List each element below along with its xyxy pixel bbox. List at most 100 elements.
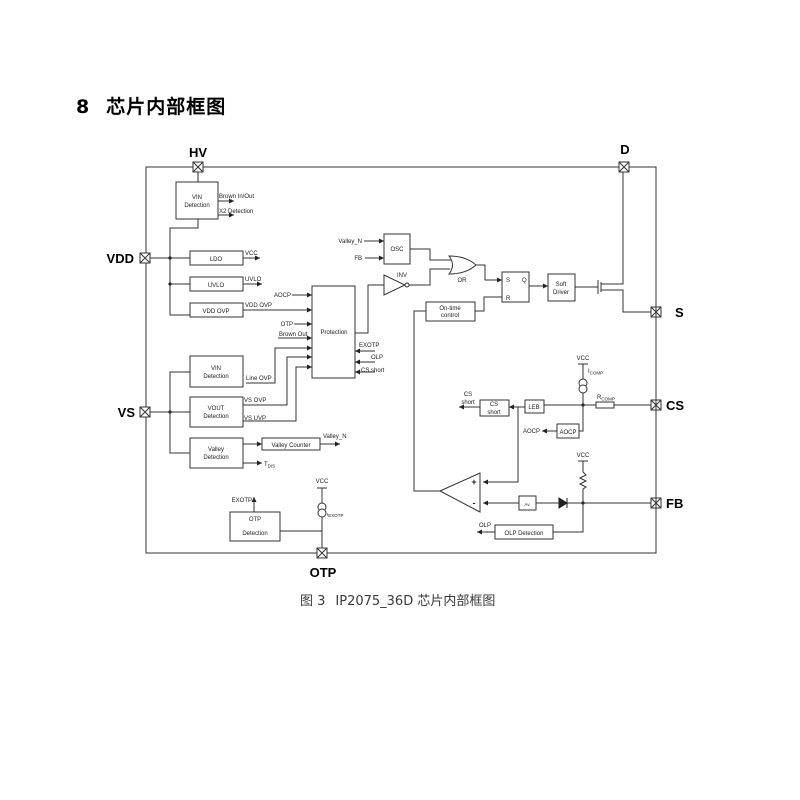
signal-vs-uvp: VS UVP [244,416,266,422]
signal-aocp-in: AOCP [274,293,291,299]
vin-detection-vs-block: VIN Detection [189,355,244,388]
signal-olp-out: OLP [479,523,491,529]
signal-brown-in-out: Brown In/Out [219,194,254,200]
svg-text:+: + [471,477,476,487]
signal-vcc-cs: VCC [577,356,590,362]
signal-olp-in: OLP [371,355,383,361]
pin-d-label: D [620,142,629,157]
valley-counter-block: Valley Counter [261,437,321,451]
leb-block: LEB [524,399,545,414]
svg-text:Driver: Driver [553,290,569,296]
svg-text:Detection: Detection [203,455,228,461]
svg-text:Protection: Protection [320,330,347,336]
pin-d: D [618,142,630,173]
error-amplifier: + - [438,472,481,513]
vin-detection-hv-block: VIN Detection [175,181,219,220]
svg-text:Detection: Detection [184,203,209,209]
protection-block: Protection [311,285,356,379]
svg-text:AOCP: AOCP [559,430,576,436]
signal-vcc: VCC [245,251,258,257]
svg-text:CS: CS [490,402,498,408]
section-title: 芯片内部框图 [106,96,227,118]
olp-detection-block: OLP Detection [494,524,554,540]
signal-vs-ovp: VS OVP [244,398,266,404]
signal-valley-n-in: Valley_N [338,239,362,245]
svg-text:control: control [441,313,459,319]
pullup-resistor [578,471,588,503]
signal-rcomp: RCOMP [597,395,615,402]
svg-text:Valley: Valley [208,447,224,453]
pin-vs-label: VS [118,405,136,420]
svg-text:short: short [487,410,501,416]
section-number: 8 [76,96,91,118]
aocp-block: AOCP [556,423,580,439]
figure-number: 图 3 [300,594,326,609]
vdd-ovp-block: VDD OVP [189,302,244,318]
svg-text:OSC: OSC [390,247,404,253]
osc-block: OSC [383,233,411,265]
pin-hv: HV [189,145,207,173]
inv-gate: INV [383,273,410,296]
pin-fb-label: FB [666,496,683,511]
valley-detection-block: Valley Detection [189,437,244,469]
or-gate: OR [447,255,477,284]
svg-text:S: S [506,278,510,284]
svg-text:VOUT: VOUT [208,406,225,412]
signal-vdd-ovp: VDD OVP [245,303,272,309]
svg-text:Q: Q [522,278,527,284]
vout-detection-block: VOUT Detection [189,396,244,428]
svg-text:LEB: LEB [528,405,539,411]
diode [558,497,568,509]
pin-otp-label: OTP [310,565,337,580]
signal-icomp: ICOMP [588,369,603,376]
cs-short-block: CS short [479,399,510,417]
svg-text:LDO: LDO [210,257,223,263]
pin-vs: VS [118,405,151,420]
signal-vcc-otp: VCC [316,479,329,485]
svg-text:Detection: Detection [242,531,267,537]
power-mosfet [597,172,651,313]
signal-cs-short-out-1: CS [464,392,472,398]
svg-text:Soft: Soft [556,282,567,288]
svg-text:Detection: Detection [203,374,228,380]
pin-vdd: VDD [107,251,151,266]
uvlo-block: UVLO [189,276,244,292]
svg-text:VIN: VIN [211,366,221,372]
svg-text:-: - [473,498,476,508]
section-heading: 8 芯片内部框图 [76,92,226,119]
sr-latch: S Q R [501,271,530,303]
signal-vcc-fb: VCC [577,453,590,459]
otp-detection-block: OTP Detection [229,511,281,542]
svg-text:INV: INV [397,273,407,279]
svg-text:UVLO: UVLO [208,283,225,289]
signal-aocp-out: AOCP [523,429,540,435]
current-source-exotp [317,502,327,518]
signal-fb-in: FB [354,256,362,262]
pin-cs-label: CS [666,398,684,413]
ldo-block: LDO [189,250,244,266]
signal-cs-short-in: CS short [361,368,385,374]
svg-text:VDD OVP: VDD OVP [202,309,229,315]
signal-valley-n-out: Valley_N [323,434,347,440]
pin-otp: OTP [310,547,337,580]
svg-text:Valley Counter: Valley Counter [272,443,311,449]
av-gain-block: Av [518,495,537,511]
svg-text:VIN: VIN [192,195,202,201]
on-time-control-block: On-time control [425,301,476,322]
signal-brown-out: Brown Out [279,332,308,338]
svg-text:OR: OR [458,278,468,284]
signal-otp-in: OTP [281,322,293,328]
rcomp-resistor [595,401,615,409]
signal-cs-short-out-2: short [461,400,475,406]
pin-vdd-label: VDD [107,251,134,266]
svg-text:OTP: OTP [249,517,261,523]
signal-iexotp: IEXOTP [327,512,344,518]
svg-text:R: R [506,296,511,302]
svg-text:On-time: On-time [439,306,461,312]
signal-x2-detection: X2 Detection [219,209,253,215]
svg-text:Av: Av [524,502,530,507]
signal-exotp-out: EXOTP [232,498,252,504]
signal-tdis: TDIS [264,462,275,469]
